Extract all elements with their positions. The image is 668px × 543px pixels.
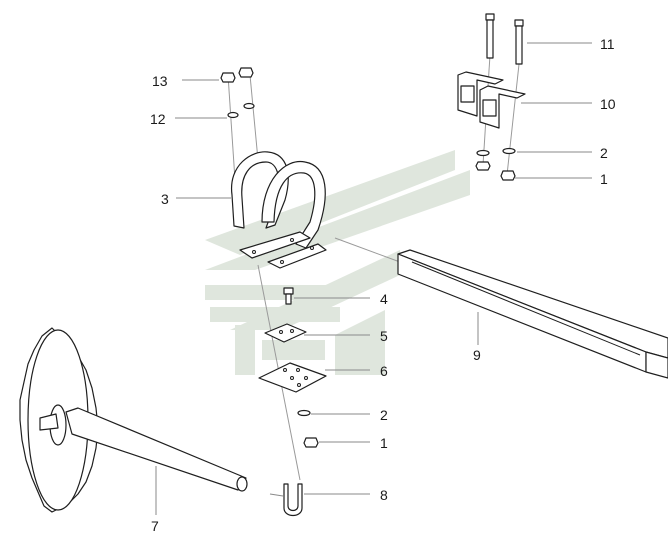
tube-part-9 bbox=[397, 249, 668, 379]
plate-part-5 bbox=[264, 323, 307, 343]
callout-12: 12 bbox=[150, 111, 166, 127]
callout-5: 5 bbox=[380, 328, 388, 344]
bracket-part-10 bbox=[457, 71, 526, 129]
bolt-part-4 bbox=[283, 287, 294, 305]
u-bolt-part-8 bbox=[283, 483, 303, 517]
callout-9: 9 bbox=[473, 347, 481, 363]
washer-part-12 bbox=[227, 102, 255, 119]
callout-labels: 11 10 2 1 13 12 3 4 5 6 9 2 1 8 7 bbox=[150, 36, 616, 534]
callout-1-lower: 1 bbox=[380, 435, 388, 451]
leader-lines bbox=[155, 42, 592, 515]
disc-part-7 bbox=[19, 327, 248, 513]
plate-part-6 bbox=[258, 362, 327, 393]
washer-nut-right bbox=[475, 147, 516, 181]
callout-1-nut: 1 bbox=[600, 171, 608, 187]
coil-spring-part-3 bbox=[231, 151, 327, 269]
callout-3: 3 bbox=[161, 191, 169, 207]
callout-7: 7 bbox=[151, 518, 159, 534]
bolt-part-11 bbox=[485, 13, 524, 65]
washer-nut-lower bbox=[297, 409, 319, 448]
callout-10: 10 bbox=[600, 96, 616, 112]
callout-2-lower: 2 bbox=[380, 407, 388, 423]
callout-11: 11 bbox=[600, 36, 615, 52]
nut-part-13 bbox=[220, 67, 254, 83]
callout-13: 13 bbox=[152, 73, 168, 89]
callout-8: 8 bbox=[380, 487, 388, 503]
callout-2-washer: 2 bbox=[600, 145, 608, 161]
callout-4: 4 bbox=[380, 291, 388, 307]
callout-6: 6 bbox=[380, 363, 388, 379]
